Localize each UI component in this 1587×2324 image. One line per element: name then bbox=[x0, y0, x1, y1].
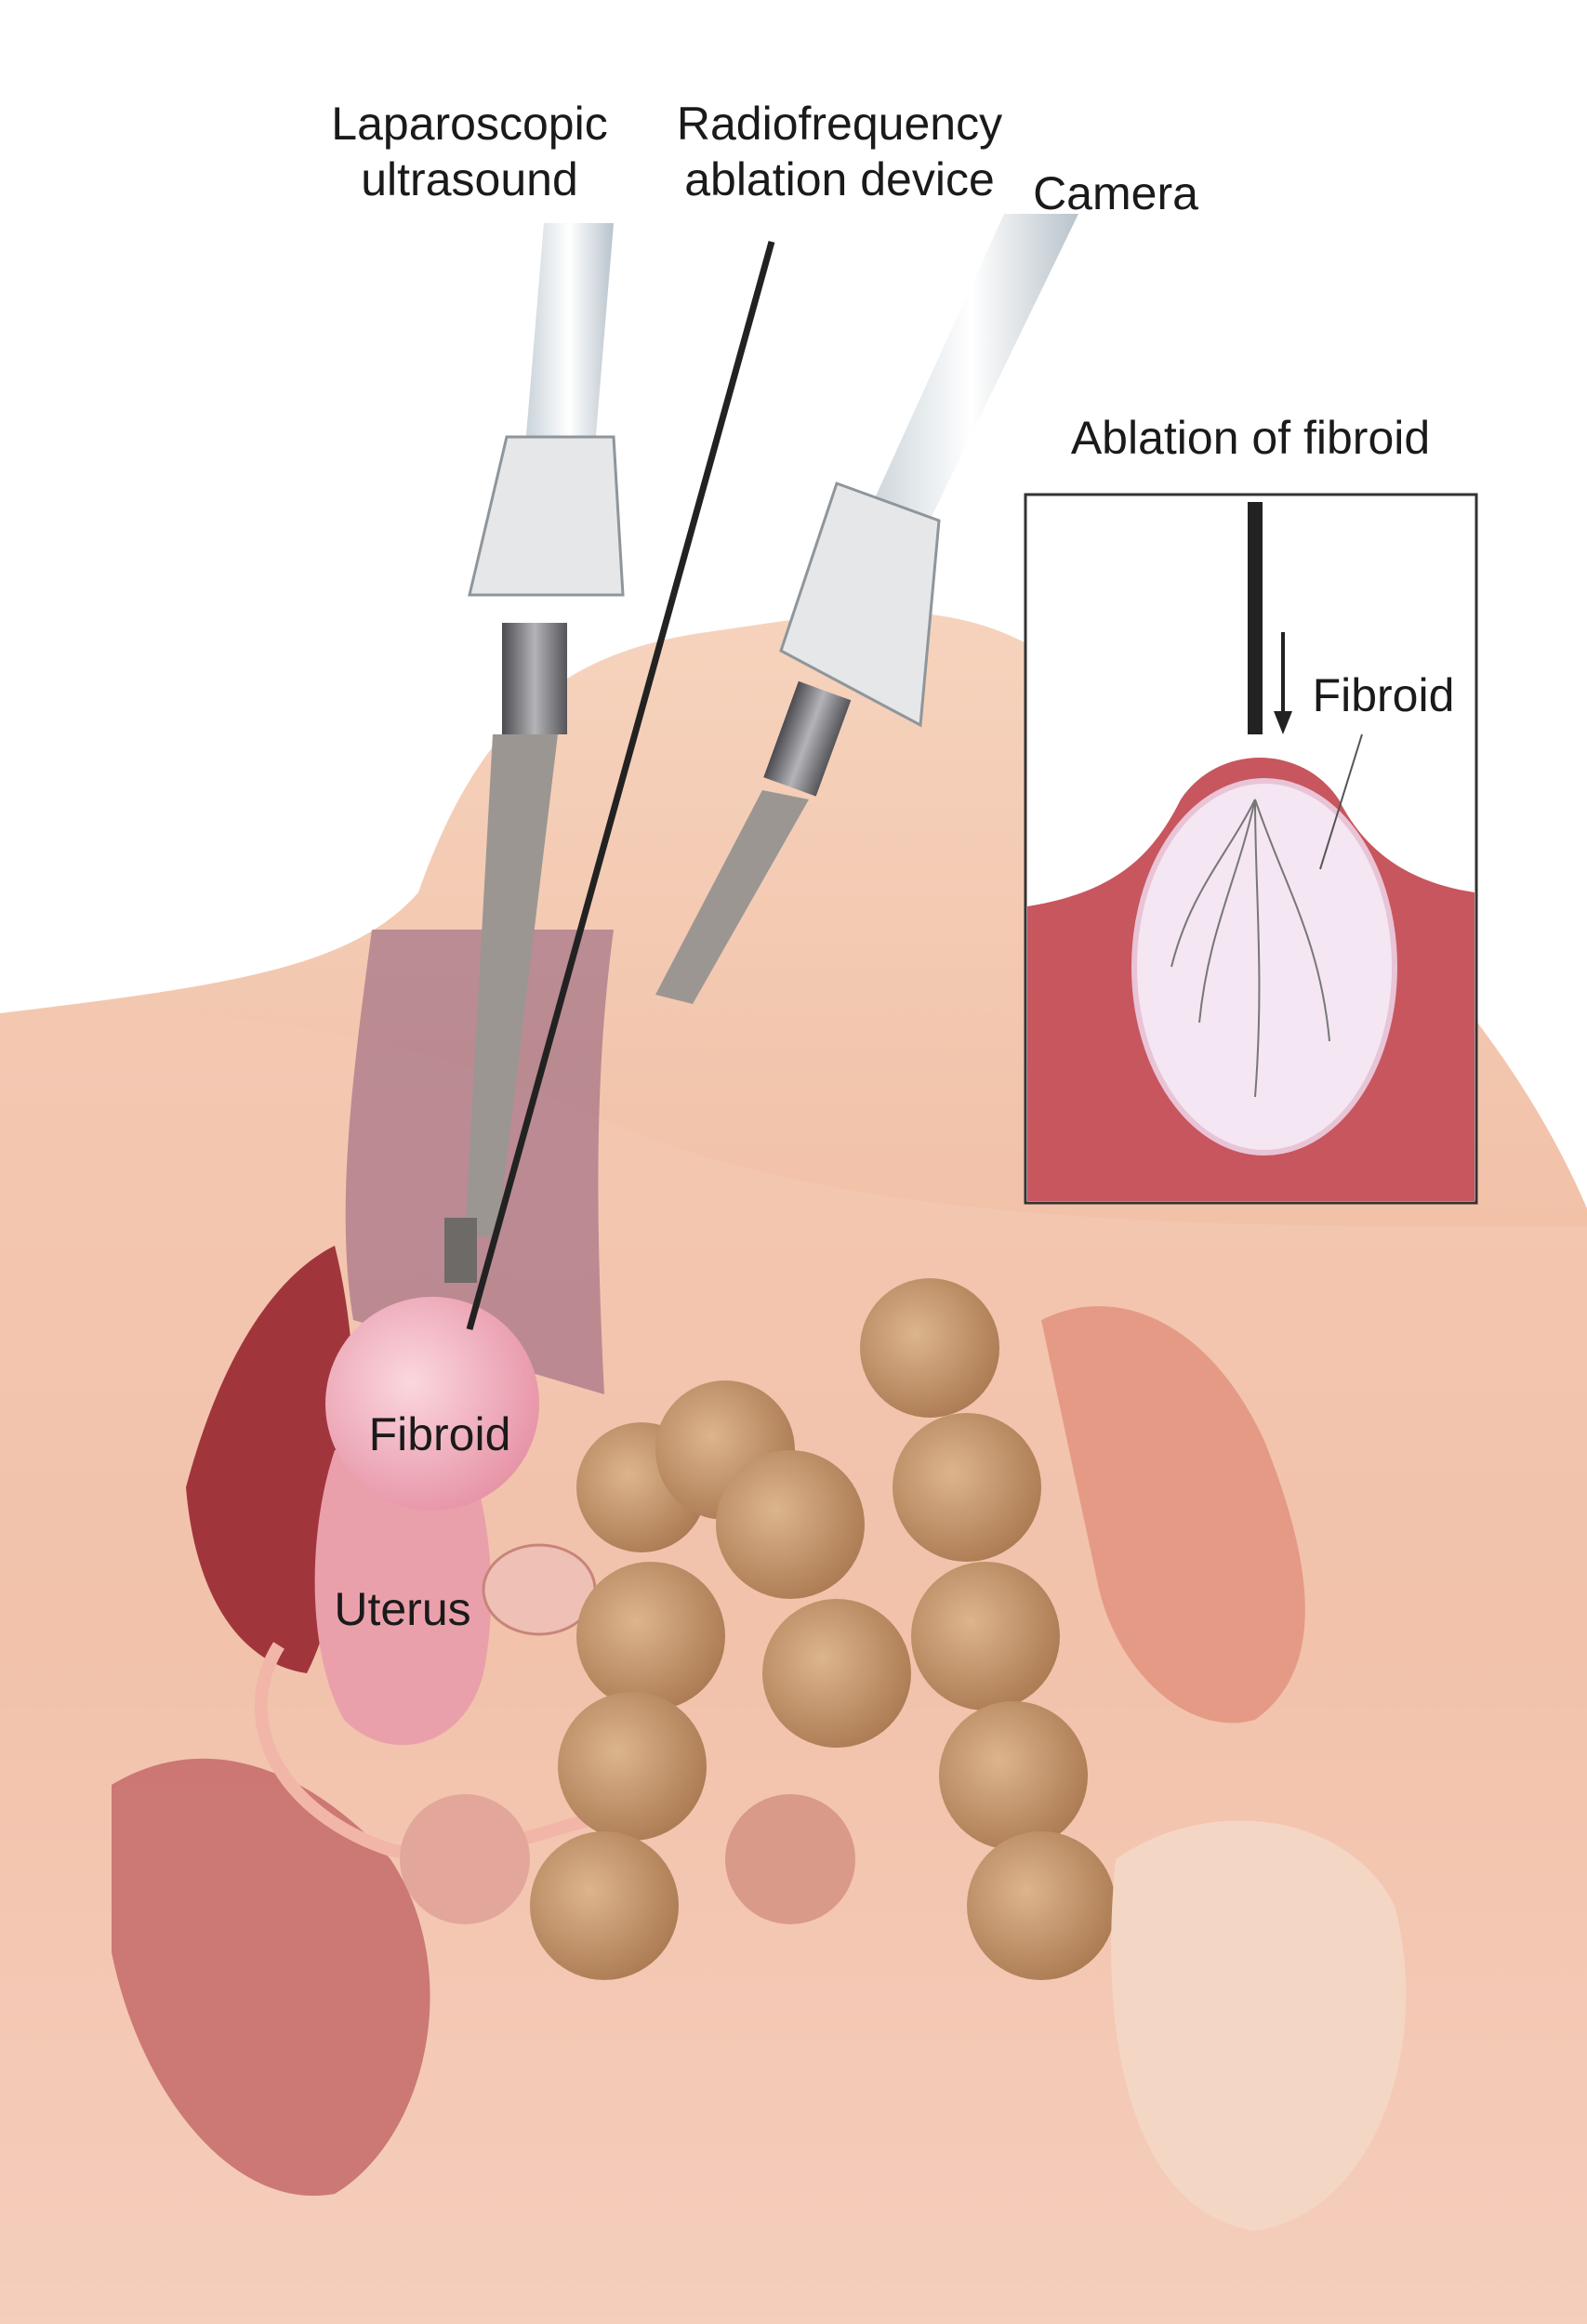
label-camera: Camera bbox=[1033, 167, 1198, 219]
label-rf-line1: Radiofrequency bbox=[677, 98, 1002, 150]
label-laparoscopic-line1: Laparoscopic bbox=[331, 98, 607, 150]
label-rf-line2: ablation device bbox=[684, 153, 995, 205]
inset-fibroid-shape bbox=[1131, 778, 1397, 1155]
pelvic-muscle bbox=[112, 1246, 430, 2197]
bowel-loops bbox=[400, 1278, 1407, 2231]
ablation-inset: Fibroid bbox=[1024, 493, 1478, 1205]
inset-probe bbox=[1248, 502, 1263, 734]
inset-label-fibroid: Fibroid bbox=[1313, 669, 1455, 721]
laparoscopic-ultrasound-instrument bbox=[444, 223, 625, 1283]
uterus bbox=[254, 1450, 633, 1860]
fibroid bbox=[325, 1297, 539, 1511]
label-fibroid: Fibroid bbox=[369, 1408, 511, 1460]
radiofrequency-ablation-device bbox=[466, 241, 775, 1330]
label-laparoscopic-line2: ultrasound bbox=[361, 153, 578, 205]
camera-instrument bbox=[655, 214, 1078, 1004]
inset-title: Ablation of fibroid bbox=[1071, 412, 1430, 464]
label-uterus: Uterus bbox=[334, 1583, 470, 1635]
